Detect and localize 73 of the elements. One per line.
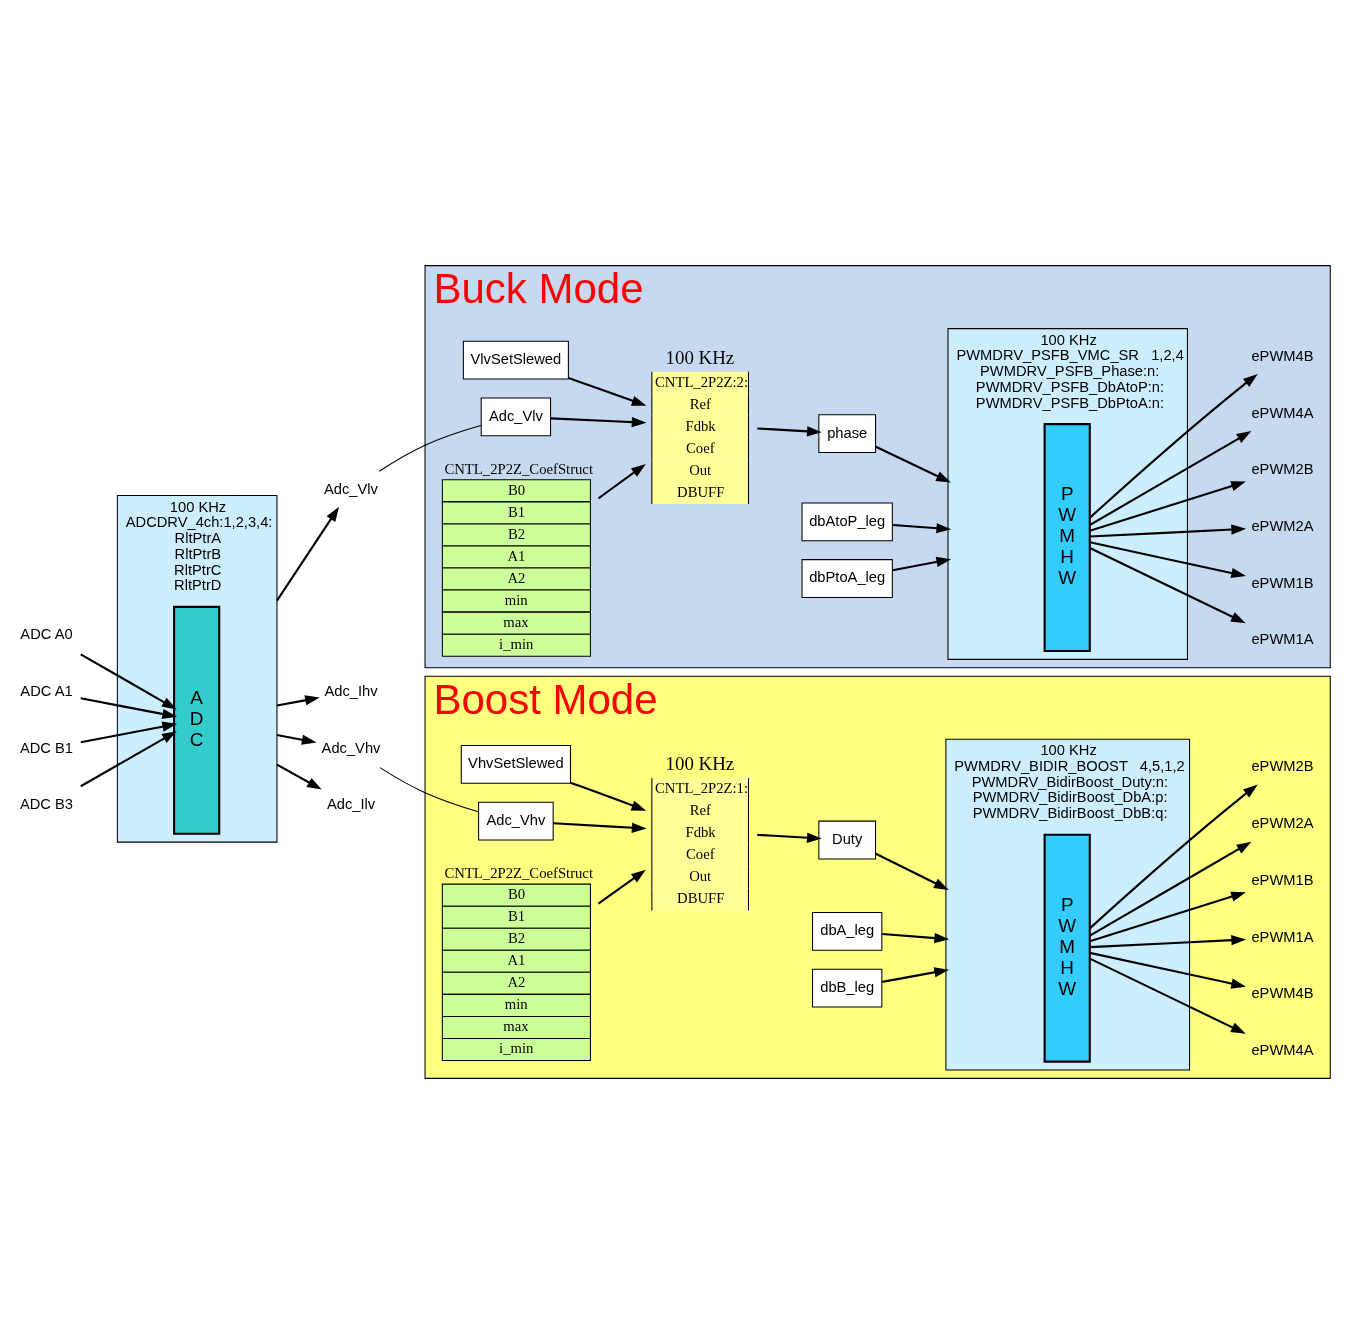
node-text: ePWM2B <box>1251 461 1314 478</box>
node-label: CNTL_2P2Z_CoefStruct <box>444 460 593 477</box>
arrow <box>597 869 646 905</box>
arrow <box>1089 541 1246 579</box>
arrow <box>80 697 178 720</box>
arrow <box>1089 841 1252 937</box>
node-text: Adc_Ihv <box>324 682 378 699</box>
node-box: P W M H W <box>1043 423 1091 653</box>
arrow <box>1089 891 1246 943</box>
node-text: ADC B3 <box>19 796 74 813</box>
arrow <box>1089 547 1246 624</box>
node-text: ePWM1B <box>1251 871 1314 888</box>
arrow <box>892 556 952 572</box>
node-text: ePWM1A <box>1251 631 1314 648</box>
node-text: Adc_Vlv <box>324 481 378 498</box>
arrow <box>1089 957 1246 1034</box>
node-label: CNTL_2P2Z_CoefStruct <box>444 865 593 882</box>
node-box: A D C <box>173 605 221 835</box>
arrow <box>553 822 647 833</box>
node-box: VlvSetSlewed <box>462 340 569 380</box>
arrow <box>1089 935 1247 949</box>
arrow <box>568 377 647 406</box>
node-text: ePWM4A <box>1251 404 1314 421</box>
node-text: Adc_Ilv <box>326 796 376 813</box>
arrow <box>1089 431 1252 526</box>
node-text: ePWM4B <box>1251 347 1314 364</box>
arrow <box>276 763 322 790</box>
connector <box>378 424 482 472</box>
node-box: Duty <box>818 820 877 860</box>
node-text: ePWM1B <box>1251 574 1314 591</box>
node-text: ADC A0 <box>20 626 73 643</box>
arrow <box>550 416 647 428</box>
node-box: dbAtoP_leg <box>801 502 893 542</box>
node-label: 100 KHz <box>665 346 735 368</box>
node-box: Adc_Vhv <box>478 801 554 841</box>
arrow <box>1089 481 1246 532</box>
node-box: dbA_leg <box>812 911 883 951</box>
arrow <box>80 731 177 788</box>
node-box: phase <box>818 414 877 454</box>
arrow <box>276 695 320 707</box>
node-label: 100 KHz <box>665 753 735 775</box>
node-text: ePWM2A <box>1251 517 1314 534</box>
node-text: Adc_Vhv <box>321 739 381 756</box>
node-text: ADC A1 <box>20 682 73 699</box>
arrow <box>80 653 177 710</box>
arrow <box>757 832 822 843</box>
arrow <box>570 781 647 811</box>
arrow <box>882 932 950 944</box>
arrow <box>757 426 822 437</box>
arrow <box>882 967 950 983</box>
node-text: ePWM2B <box>1251 758 1314 775</box>
node-text: ePWM4B <box>1251 985 1314 1002</box>
node-box: dbB_leg <box>812 968 883 1008</box>
arrow <box>1089 524 1247 538</box>
arrow <box>1089 951 1246 989</box>
arrow <box>276 506 340 602</box>
node-box: VhvSetSlewed <box>460 745 571 784</box>
connector <box>379 767 479 813</box>
arrow <box>1089 373 1258 519</box>
arrow <box>892 523 952 534</box>
arrow <box>875 445 951 483</box>
arrow <box>80 721 178 744</box>
node-box: dbPtoA_leg <box>801 559 893 598</box>
node-box: Adc_Vlv <box>480 397 552 437</box>
node-box: P W M H W <box>1043 833 1091 1063</box>
arrow <box>875 852 949 890</box>
arrow <box>1089 784 1258 930</box>
arrow <box>276 734 317 745</box>
node-text: ePWM2A <box>1251 815 1314 832</box>
node-text: ADC B1 <box>19 739 74 756</box>
arrow <box>597 463 646 500</box>
node-text: ePWM1A <box>1251 928 1314 945</box>
node-text: ePWM4A <box>1251 1041 1314 1058</box>
